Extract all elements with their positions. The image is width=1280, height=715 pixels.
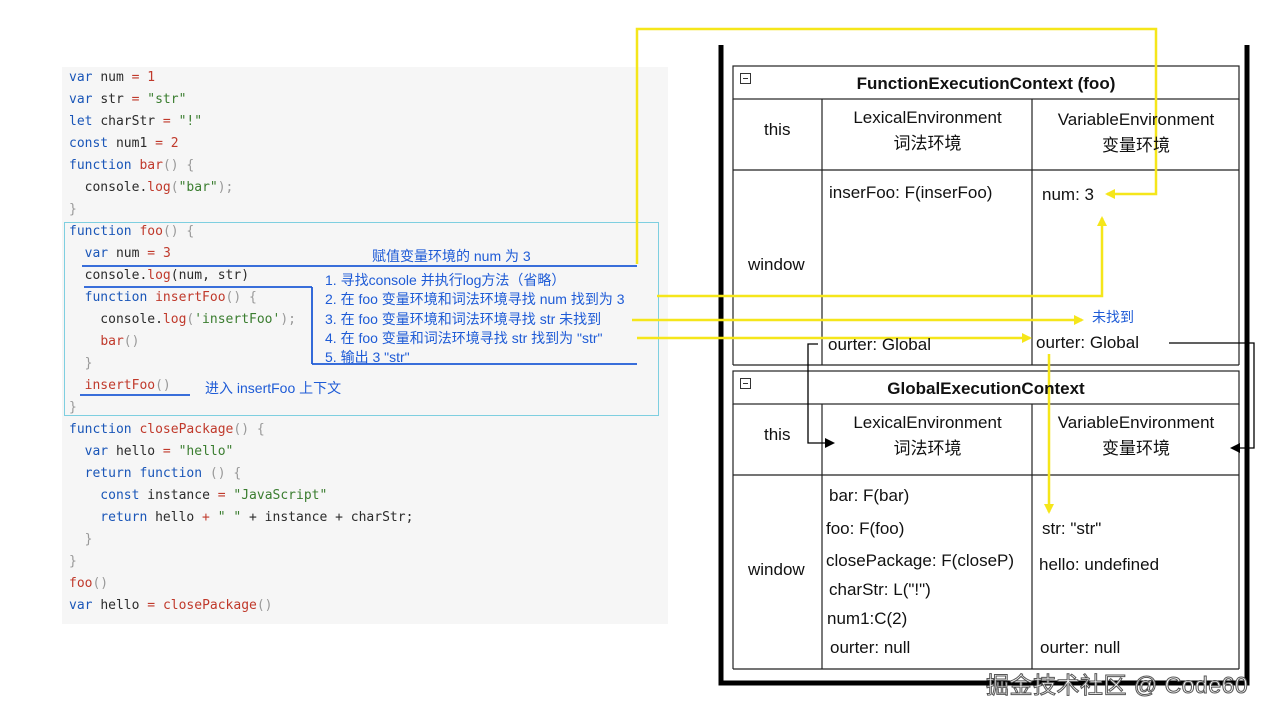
gec-lexical-header: LexicalEnvironment 词法环境 xyxy=(853,413,1002,458)
global-context-title: GlobalExecutionContext xyxy=(887,379,1085,398)
code-line: console.log("bar"); xyxy=(69,180,234,195)
fec-lex-entry: inserFoo: F(inserFoo) xyxy=(829,183,993,202)
gec-var-outer: ourter: null xyxy=(1040,638,1121,657)
gec-window-label: window xyxy=(748,560,805,579)
outer-arrow-var xyxy=(1169,342,1255,453)
note-step1: 1. 寻找console 并执行log方法（省略） xyxy=(325,272,566,288)
collapse-icon[interactable] xyxy=(740,378,751,389)
stack-frame xyxy=(718,45,1250,686)
code-line: const instance = "JavaScript" xyxy=(69,488,328,503)
fec-window-label: window xyxy=(748,255,805,274)
gec-lex-outer: ourter: null xyxy=(830,638,911,657)
outer-arrow-lex xyxy=(807,343,835,448)
code-line: const num1 = 2 xyxy=(69,136,179,151)
code-line: console.log(num, str) xyxy=(69,268,250,283)
code-line: var str = "str" xyxy=(69,92,187,107)
code-line: console.log('insertFoo'); xyxy=(69,312,296,327)
fec-lex-outer: ourter: Global xyxy=(828,335,931,354)
watermark: 掘金技术社区 @ Code60 xyxy=(985,672,1249,699)
code-line: var num = 3 xyxy=(69,246,171,261)
note-step4: 4. 在 foo 变量和词法环境寻找 str 找到为 "str" xyxy=(325,330,603,346)
gec-lex-entry: num1:C(2) xyxy=(827,609,908,628)
global-context-table xyxy=(732,370,1240,670)
note-not-found: 未找到 xyxy=(1092,309,1134,325)
gec-lex-entry: closePackage: F(closeP) xyxy=(826,551,1015,570)
gec-this-label: this xyxy=(764,425,791,444)
code-line: insertFoo() xyxy=(84,378,171,393)
fec-var-entry: num: 3 xyxy=(1042,185,1094,204)
function-context-title: FunctionExecutionContext (foo) xyxy=(856,74,1116,93)
code-line: let charStr = "!" xyxy=(69,114,203,129)
code-line: } xyxy=(69,532,93,547)
note-step2: 2. 在 foo 变量环境和词法环境寻找 num 找到为 3 xyxy=(325,291,625,307)
note-enter-insertfoo: 进入 insertFoo 上下文 xyxy=(205,380,342,396)
code-line: function foo() { xyxy=(69,224,195,239)
note-assign: 赋值变量环境的 num 为 3 xyxy=(372,248,531,264)
code-line: var hello = "hello" xyxy=(69,444,234,459)
fec-variable-header: VariableEnvironment 变量环境 xyxy=(1057,110,1215,155)
code-line: function closePackage() { xyxy=(69,422,265,437)
gec-lex-entry: bar: F(bar) xyxy=(829,486,910,505)
code-line: return function () { xyxy=(69,466,242,481)
fec-var-outer: ourter: Global xyxy=(1036,333,1139,352)
code-line: bar() xyxy=(100,334,140,349)
code-line: } xyxy=(69,202,77,217)
code-line: return hello + " " + instance + charStr; xyxy=(69,510,414,525)
gec-var-entry: hello: undefined xyxy=(1039,555,1160,574)
code-line: } xyxy=(69,400,77,415)
note-step5: 5. 输出 3 "str" xyxy=(325,349,410,365)
code-panel xyxy=(62,67,668,624)
gec-variable-header: VariableEnvironment 变量环境 xyxy=(1057,413,1215,458)
code-line: foo() xyxy=(69,576,109,591)
code-line: var num = 1 xyxy=(69,70,156,85)
code-line: var hello = closePackage() xyxy=(69,598,273,613)
code-line: function bar() { xyxy=(69,158,195,173)
note-step3: 3. 在 foo 变量环境和词法环境寻找 str 未找到 xyxy=(325,311,602,327)
fec-lexical-header: LexicalEnvironment 词法环境 xyxy=(853,108,1002,153)
gec-lex-entry: charStr: L("!") xyxy=(829,580,931,599)
code-line: } xyxy=(69,356,93,371)
collapse-icon[interactable] xyxy=(740,73,751,84)
code-line: function insertFoo() { xyxy=(69,290,257,305)
code-line: } xyxy=(69,554,77,569)
gec-lex-entry: foo: F(foo) xyxy=(826,519,905,538)
flow-arrows xyxy=(632,27,1158,514)
gec-var-entry: str: "str" xyxy=(1042,519,1102,538)
fec-this-label: this xyxy=(764,120,791,139)
code-underlines xyxy=(80,265,637,396)
function-context-table xyxy=(732,65,1240,366)
